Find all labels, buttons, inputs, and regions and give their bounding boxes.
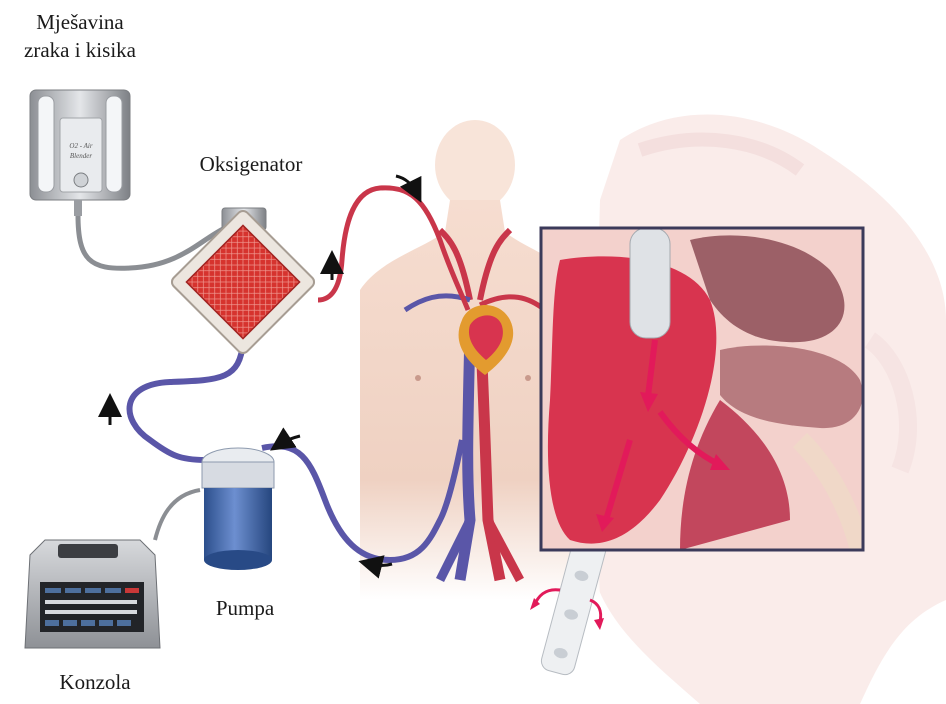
arrow-venous-return (370, 564, 392, 566)
pump-label: Pumpa (200, 594, 290, 622)
arrow-pump-inflow (280, 436, 300, 444)
blender-label: Mješavina zraka i kisika (10, 8, 150, 64)
blender-panel-label-1: O2 - Air (69, 142, 92, 150)
pump-console (25, 540, 160, 648)
blender-dial-icon (74, 173, 88, 187)
console-label: Konzola (40, 668, 150, 696)
centrifugal-pump (202, 448, 274, 570)
heart-inset-view (541, 228, 863, 550)
oxygenator (169, 208, 316, 356)
blender-label-line2: zraka i kisika (10, 36, 150, 64)
oxygenator-label: Oksigenator (186, 150, 316, 178)
blender-label-line1: Mješavina (10, 8, 150, 36)
air-oxygen-blender: O2 - Air Blender (30, 90, 130, 216)
blender-panel-label-2: Blender (70, 152, 92, 160)
